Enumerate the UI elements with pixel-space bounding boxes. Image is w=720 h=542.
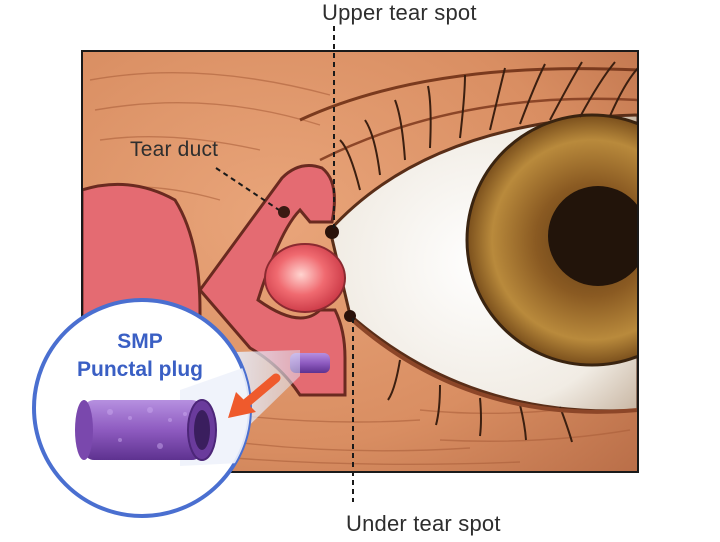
eyelid-crease <box>299 67 638 122</box>
tear-duct <box>198 164 347 397</box>
lower-punctum <box>344 310 356 322</box>
inset-title: SMP Punctal plug <box>60 328 220 384</box>
inset-title-line1: SMP <box>117 330 163 353</box>
tear-duct-marker <box>278 206 290 218</box>
caruncle <box>264 243 346 313</box>
illustration-frame <box>81 50 639 473</box>
inset-title-line2: Punctal plug <box>77 358 203 381</box>
upper-tear-spot-label: Upper tear spot <box>322 0 477 25</box>
tear-duct-label: Tear duct <box>130 138 219 161</box>
punctal-plug-inset <box>32 298 252 518</box>
lower-lid-edge <box>348 316 638 414</box>
upper-lid-edge <box>319 97 638 162</box>
eyelashes <box>339 61 638 443</box>
skin-texture <box>89 72 631 465</box>
under-tear-spot-label: Under tear spot <box>346 511 501 536</box>
insertion-arrow-icon <box>228 373 281 418</box>
pupil <box>548 186 638 286</box>
punctal-plug-icon <box>75 399 217 461</box>
upper-punctum <box>325 225 339 239</box>
tear-duct-leader <box>215 167 283 213</box>
